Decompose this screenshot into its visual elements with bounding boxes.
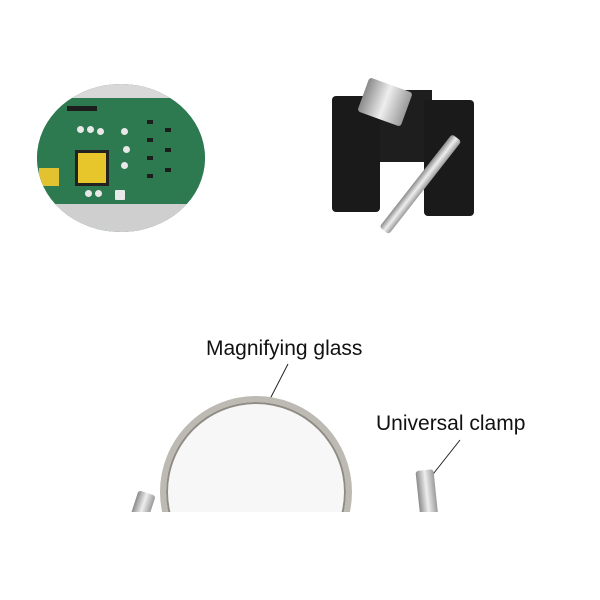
bottom-blank xyxy=(0,512,600,600)
magnifying-glass-label: Magnifying glass xyxy=(206,337,363,360)
circuit-board-image xyxy=(37,84,205,232)
universal-clamp-label: Universal clamp xyxy=(376,412,526,435)
alligator-clip-base-image xyxy=(332,77,476,235)
